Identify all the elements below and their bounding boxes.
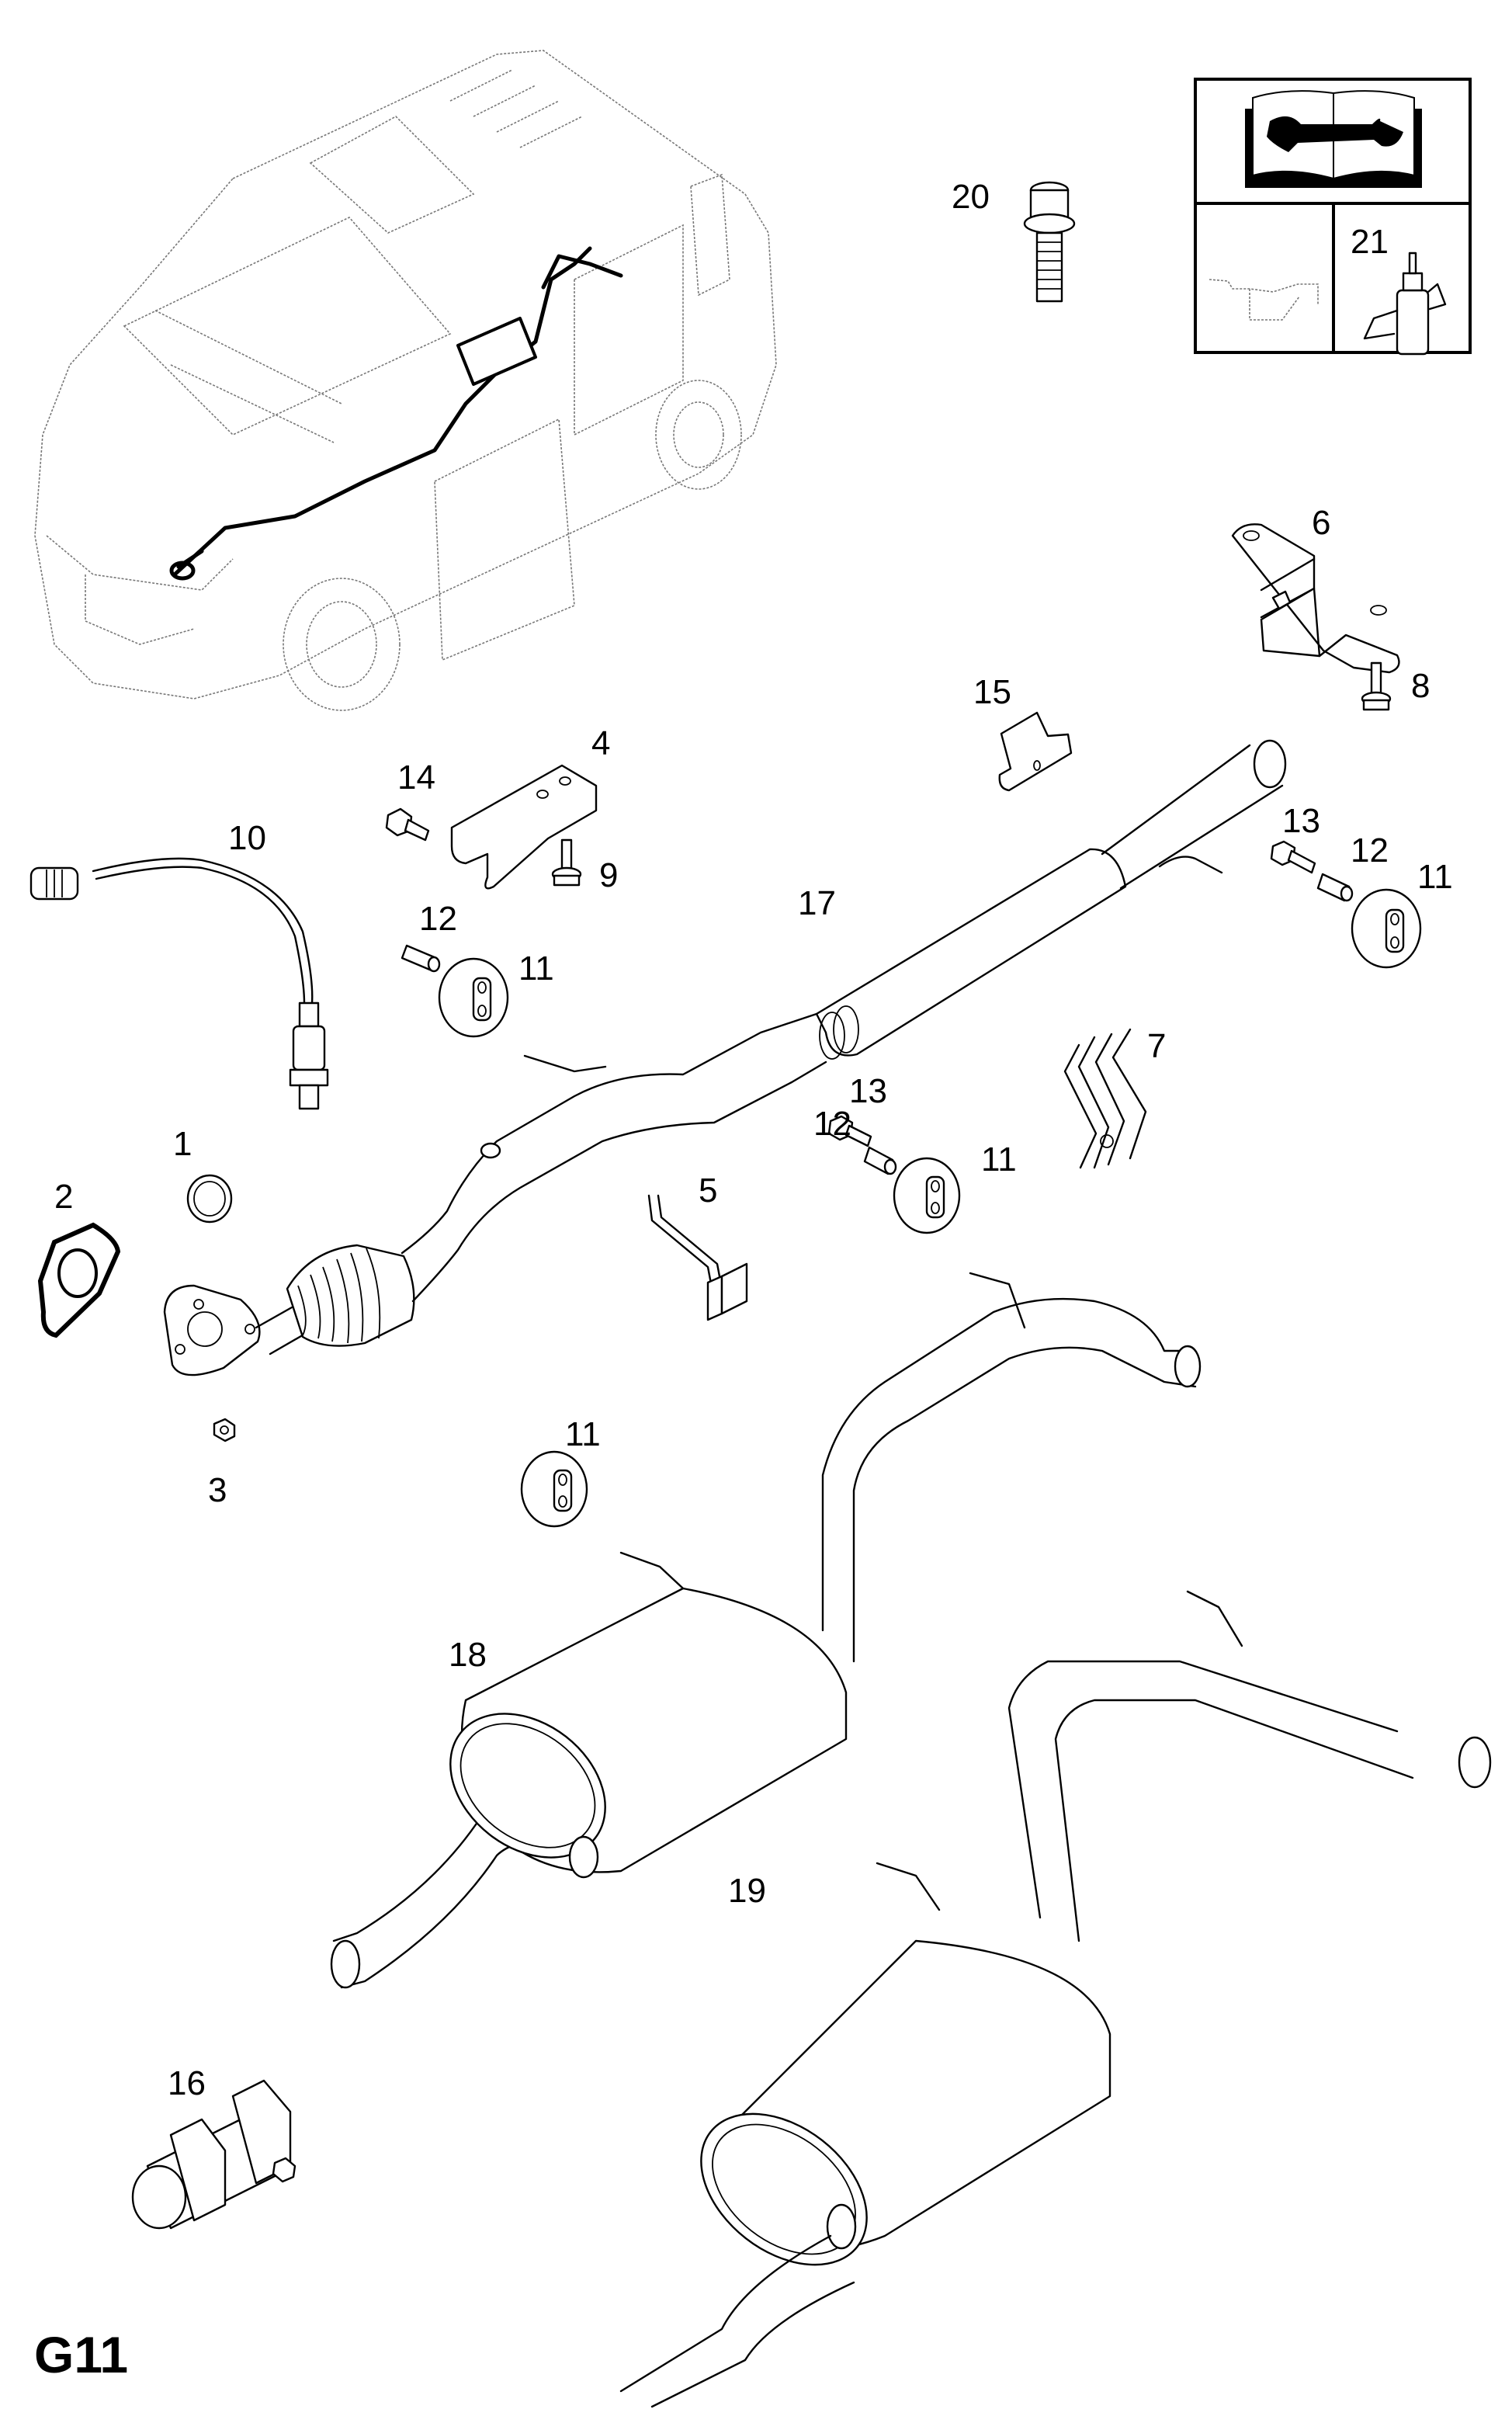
part-11-rubber-mount-4 <box>520 1450 588 1528</box>
callout-20: 20 <box>952 178 990 216</box>
part-11-rubber-mount-1 <box>438 957 509 1038</box>
callout-11: 11 <box>981 1140 1017 1178</box>
oil-can-icon <box>1209 279 1319 321</box>
part-12-spacer-center <box>863 1146 897 1175</box>
callout-7: 7 <box>1147 1027 1167 1065</box>
part-12-spacer-left <box>401 944 441 973</box>
part-20-stud-bolt <box>1023 181 1076 303</box>
callout-3: 3 <box>208 1471 227 1509</box>
callout-12: 12 <box>813 1105 851 1143</box>
part-9-bolt <box>551 838 582 887</box>
callout-4: 4 <box>591 724 611 762</box>
part-15-clip <box>998 711 1073 792</box>
callout-19: 19 <box>728 1872 766 1910</box>
callout-21: 21 <box>1351 223 1389 261</box>
part-16-pipe-clamp <box>131 2079 297 2230</box>
callout-15: 15 <box>973 673 1011 711</box>
callout-11: 11 <box>518 949 554 988</box>
part-1-ring-seal <box>186 1174 233 1224</box>
callout-16: 16 <box>168 2064 206 2102</box>
page-code: G11 <box>34 2326 129 2383</box>
part-17-front-pipe <box>163 739 1287 1376</box>
callout-18: 18 <box>449 1636 487 1674</box>
callout-11: 11 <box>565 1415 601 1453</box>
callout-1: 1 <box>173 1125 192 1163</box>
part-3-hex-nut <box>213 1418 236 1442</box>
callout-13: 13 <box>849 1072 887 1110</box>
part-13-bolt-right <box>1270 840 1316 874</box>
part-5-hanger <box>647 1194 748 1321</box>
part-18-rear-silencer <box>330 1272 1202 1989</box>
part-2-gasket <box>37 1222 121 1338</box>
part-4-support-bracket <box>450 764 598 890</box>
part-10-oxygen-sensor <box>29 857 329 1110</box>
part-12-spacer-right <box>1316 873 1354 902</box>
callout-9: 9 <box>599 856 619 894</box>
callout-11: 11 <box>1417 858 1453 896</box>
part-11-rubber-mount-3 <box>893 1157 961 1234</box>
callout-12: 12 <box>419 900 457 938</box>
part-13-bolt-center <box>827 1115 872 1147</box>
callout-14: 14 <box>397 758 435 797</box>
adhesive-bottle-icon <box>1363 252 1447 356</box>
callout-5: 5 <box>699 1172 718 1210</box>
callout-12: 12 <box>1351 831 1389 870</box>
callout-2: 2 <box>54 1178 74 1216</box>
callout-13: 13 <box>1282 802 1320 840</box>
callout-10: 10 <box>228 819 266 857</box>
part-11-rubber-mount-2 <box>1351 888 1422 969</box>
vehicle-overview-illustration <box>34 50 777 711</box>
callout-17: 17 <box>798 884 836 922</box>
part-19-rear-silencer <box>619 1590 1492 2408</box>
part-8-bolt <box>1361 661 1392 711</box>
part-14-bolt <box>385 807 430 842</box>
part-6-mounting-bracket <box>1231 523 1400 674</box>
part-7-hanger <box>1063 1028 1147 1169</box>
service-manual-wrench-icon <box>1245 90 1422 188</box>
callout-8: 8 <box>1411 667 1431 705</box>
info-box <box>1194 78 1472 356</box>
callout-6: 6 <box>1312 504 1331 542</box>
